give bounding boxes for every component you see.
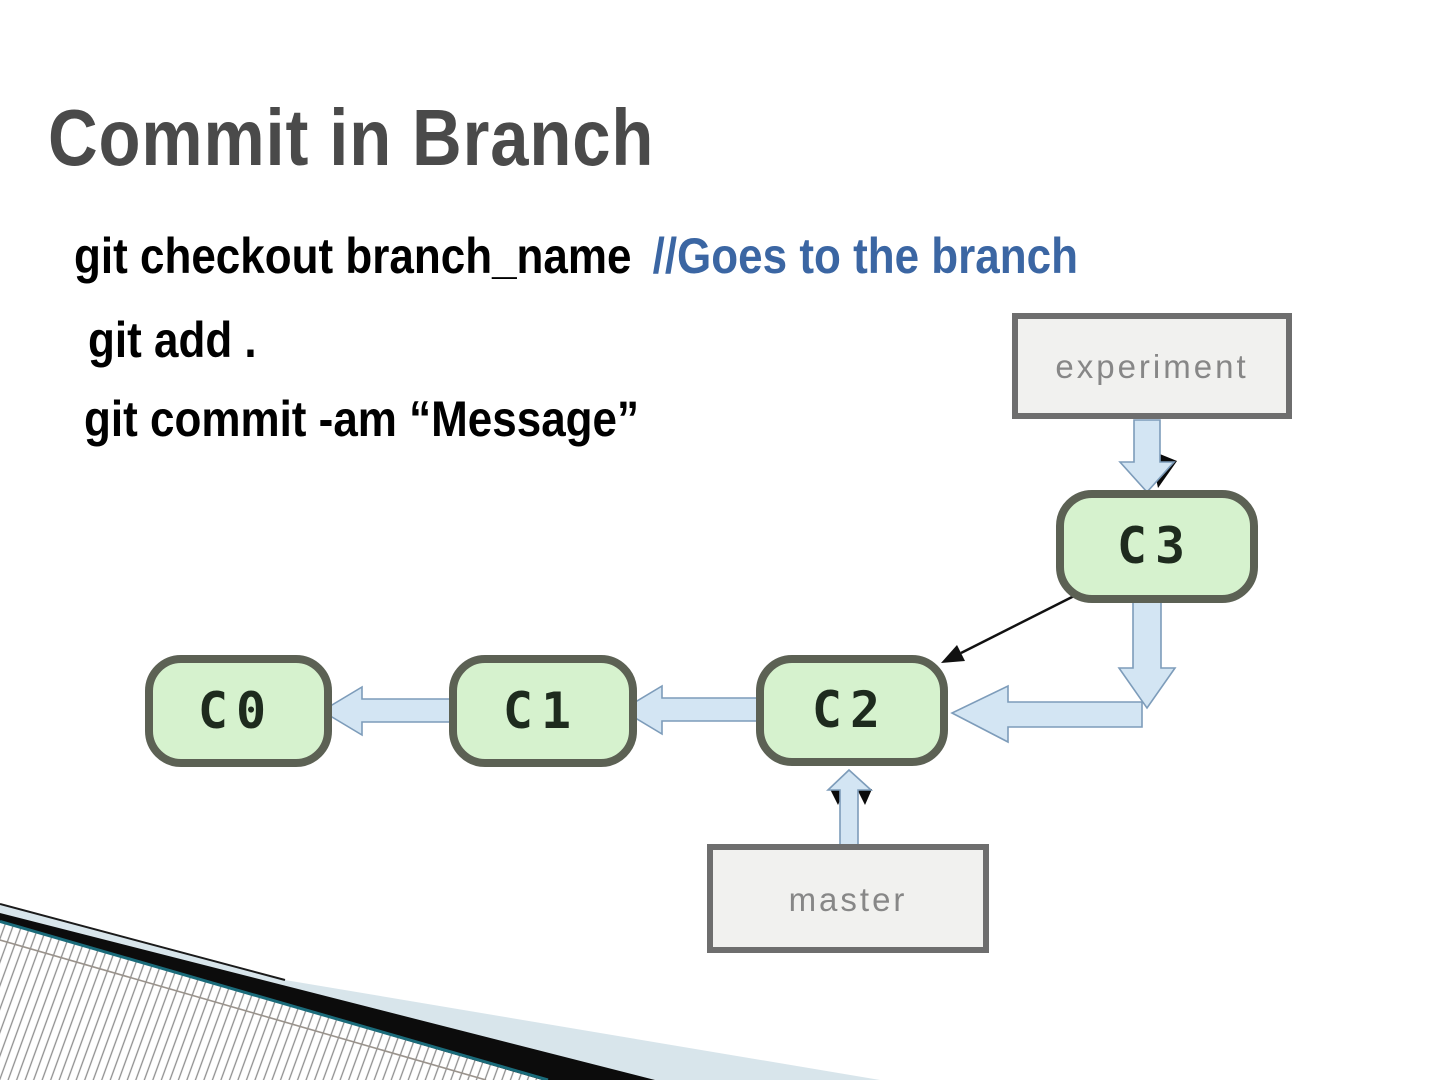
slide-title: Commit in Branch: [48, 93, 655, 182]
arrow-left-icon: [950, 684, 1143, 744]
arrow-left-icon: [620, 684, 758, 736]
black-pointer-icon: [857, 789, 872, 805]
arrow-down-icon: [1117, 601, 1177, 710]
black-ribbon: [0, 913, 655, 1080]
black-arrowhead-icon: [941, 645, 965, 663]
master-branch-label: master: [789, 881, 908, 918]
commit-node-c3: C3: [1056, 490, 1258, 603]
git-command-line: git checkout branch_name //Goes to the br…: [74, 231, 1078, 281]
comment-text: //Goes to the branch: [652, 228, 1078, 284]
git-command-line: git commit -am “Message”: [84, 394, 639, 444]
commit-node-label: C1: [503, 682, 579, 740]
git-graph: experiment master C0 C1 C2 C3: [145, 313, 1292, 953]
branch-box-rect: [707, 844, 989, 953]
commit-node-rect: [756, 655, 948, 766]
blue-ribbon-edge-line: [0, 903, 286, 981]
experiment-branch-box: experiment: [1012, 313, 1292, 419]
teal-edge-line: [0, 920, 549, 1080]
experiment-branch-label: experiment: [1055, 348, 1248, 385]
commit-node-rect: [145, 655, 332, 767]
commit-node-label: C0: [198, 682, 274, 740]
commit-node-label: C3: [1117, 517, 1193, 575]
git-command-line: git add .: [88, 315, 257, 365]
commit-node-label: C2: [812, 681, 888, 739]
stripe-inner-line: [0, 939, 487, 1080]
command-text: git checkout branch_name: [74, 228, 632, 284]
command-text: git add .: [88, 312, 257, 368]
commit-node-c2: C2: [756, 655, 948, 766]
master-branch-box: master: [707, 844, 989, 953]
commit-node-rect: [1056, 490, 1258, 603]
commit-node-rect: [449, 655, 637, 767]
branch-box-rect: [1012, 313, 1292, 419]
commit-node-c1: C1: [449, 655, 637, 767]
arrow-up-icon: [826, 768, 874, 849]
parent-pointer-line: [960, 592, 1079, 655]
arrow-left-icon: [320, 685, 451, 737]
commit-node-c0: C0: [145, 655, 332, 767]
arrow-down-icon: [1118, 419, 1176, 494]
corner-decoration: [0, 903, 880, 1080]
command-text: git commit -am “Message”: [84, 391, 640, 447]
